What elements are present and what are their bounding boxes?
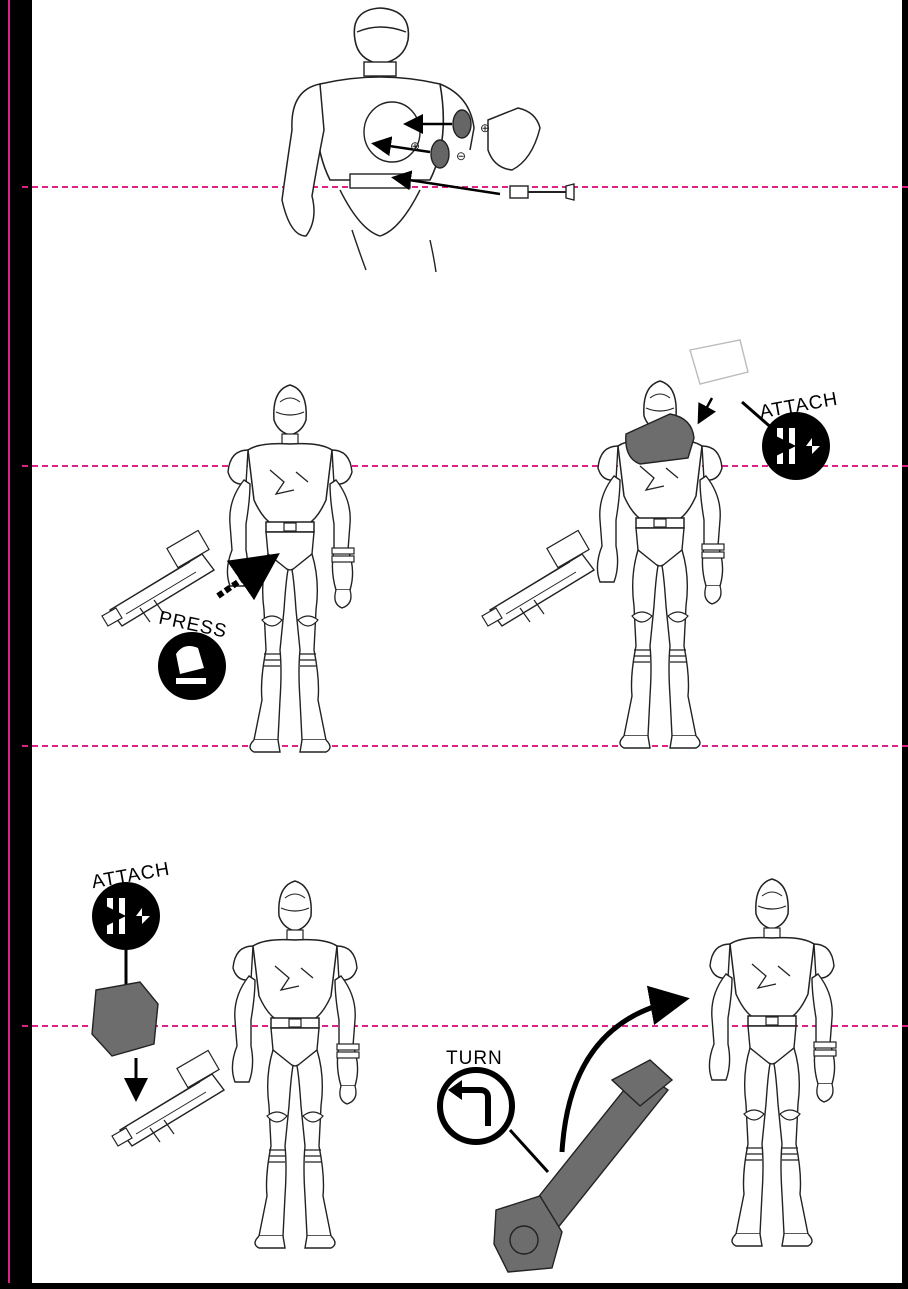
attach-badge-bottom: ATTACH: [90, 859, 172, 950]
press-badge: PRESS: [157, 608, 229, 700]
screwdriver-icon: [510, 184, 574, 200]
svg-text:⊕: ⊕: [410, 139, 420, 153]
battery-diagram: ⊕ ⊖ ⊕: [282, 8, 574, 272]
gray-blaster: [494, 1060, 672, 1272]
turn-badge: TURN: [440, 1048, 512, 1142]
turn-label: TURN: [446, 1048, 503, 1069]
hero-turn-figure: [494, 879, 836, 1272]
svg-text:⊖: ⊖: [456, 149, 466, 163]
svg-text:⊕: ⊕: [480, 121, 490, 135]
attach-badge-top: ATTACH: [758, 389, 840, 480]
hero-press-figure: [102, 385, 354, 752]
hero-attach-figure: [482, 340, 774, 748]
